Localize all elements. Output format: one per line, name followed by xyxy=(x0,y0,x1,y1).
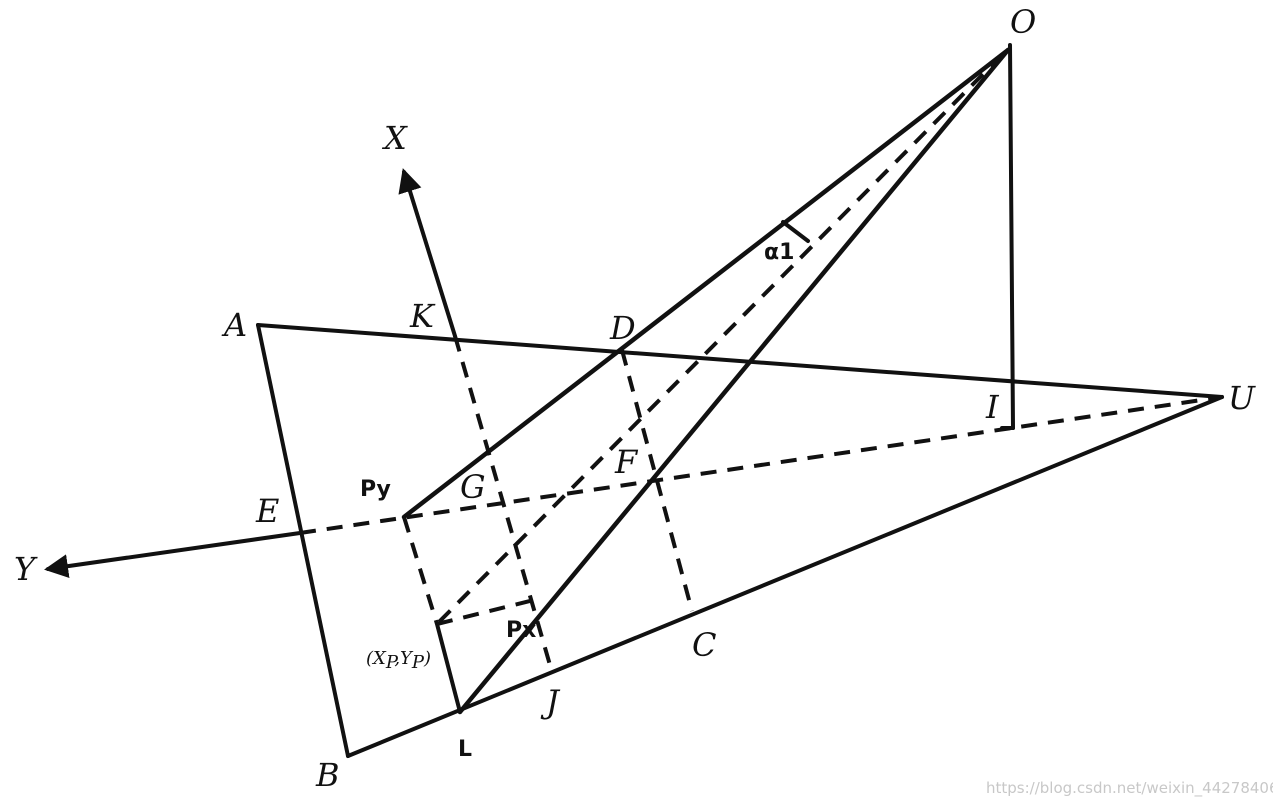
label-Y: Y xyxy=(14,550,38,588)
label-A: A xyxy=(221,306,247,344)
label-L: L xyxy=(458,737,472,762)
dashed-P-Px xyxy=(436,598,535,626)
watermark-text: https://blog.csdn.net/weixin_44278406 xyxy=(986,779,1273,798)
label-Px: Px xyxy=(506,618,536,643)
label-G: G xyxy=(460,468,486,506)
label-point-p: (XP,YP) xyxy=(366,648,431,673)
label-O: O xyxy=(1010,3,1036,41)
x-axis xyxy=(398,168,457,338)
label-alpha1: α1 xyxy=(764,240,794,265)
dashed-E-U xyxy=(299,395,1223,535)
label-Py: Py xyxy=(360,477,391,502)
ray-O-L xyxy=(457,47,1011,715)
angle-marker-alpha1 xyxy=(781,220,810,243)
ray-O-P xyxy=(435,53,1004,626)
label-X: X xyxy=(381,119,408,157)
dashed-K-J xyxy=(453,335,554,673)
label-K: K xyxy=(409,297,436,335)
label-D: D xyxy=(609,309,636,347)
edge-B-U xyxy=(346,395,1224,758)
label-F: F xyxy=(614,443,639,481)
label-E: E xyxy=(255,492,279,530)
line-P-L xyxy=(435,622,462,714)
edge-A-U xyxy=(256,323,1224,399)
ray-O-Py xyxy=(401,47,1011,520)
dashed-D-C xyxy=(620,349,694,612)
label-U: U xyxy=(1228,379,1256,417)
edge-A-B xyxy=(256,323,350,758)
line-O-I xyxy=(1008,43,1015,430)
label-C: C xyxy=(692,626,716,664)
label-B: B xyxy=(315,756,340,794)
label-I: I xyxy=(985,388,1000,426)
dashed-Py-P xyxy=(402,516,439,625)
y-axis xyxy=(44,531,302,579)
label-J: J xyxy=(540,683,561,721)
